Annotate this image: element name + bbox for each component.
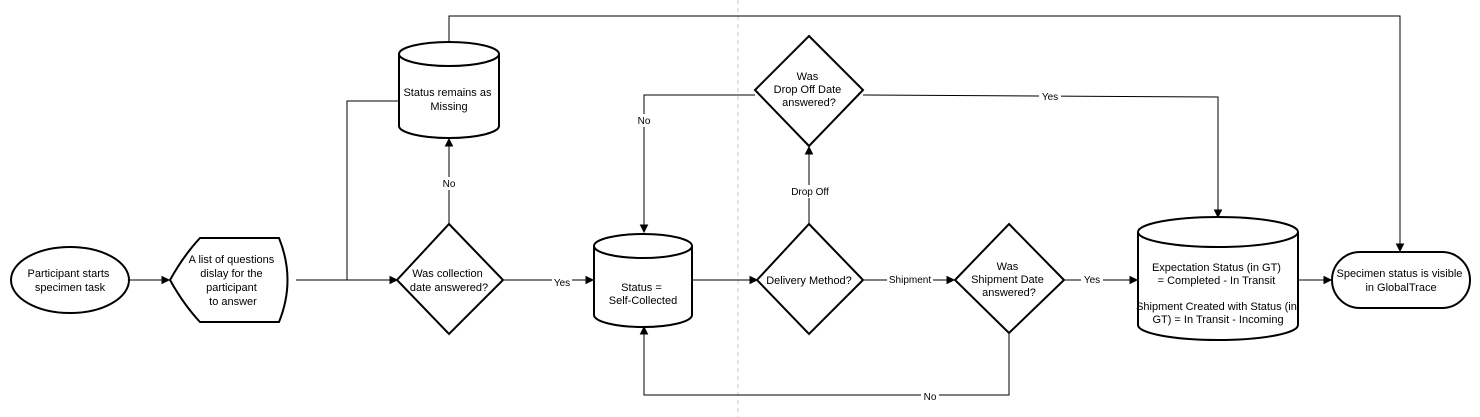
edge-label-dropoff-no: No xyxy=(638,116,651,127)
edge-label-delivery-dropoff: Drop Off xyxy=(791,187,829,198)
drop-off-date-decision xyxy=(753,34,865,148)
shipment-decision-label: Was Shipment Date answered? xyxy=(971,261,1047,299)
edge-shipment-no xyxy=(643,333,1010,396)
questions-display-node xyxy=(168,237,289,323)
status-missing-label: Status remains as Missing xyxy=(403,87,494,113)
edge-dropoff-no xyxy=(643,94,755,225)
edge-label-shipment-no: No xyxy=(924,392,937,403)
edge-label-bg xyxy=(921,390,939,403)
questions-node-label: A list of questions dislay for the parti… xyxy=(189,254,278,308)
drop-off-decision-label: Was Drop Off Date answered? xyxy=(774,71,845,109)
arrowhead xyxy=(804,145,814,155)
arrowhead xyxy=(639,224,649,234)
expectation-status-node xyxy=(1137,216,1299,341)
expectation-status-label: Expectation Status (in GT) = Completed -… xyxy=(1136,262,1300,326)
collection-date-decision xyxy=(395,222,505,336)
edge-label-collection-yes: Yes xyxy=(554,278,570,289)
arrowhead xyxy=(1129,275,1139,285)
arrowhead xyxy=(1213,209,1223,219)
edge-label-bg xyxy=(791,185,829,198)
edge-dropoff-yes xyxy=(862,94,1219,210)
status-self-collected-node xyxy=(593,233,693,328)
arrowhead xyxy=(444,137,454,147)
edge-label-bg xyxy=(1039,90,1061,103)
edges xyxy=(130,15,1405,396)
specimen-visible-label: Specimen status is visible in GlobalTrac… xyxy=(1336,268,1465,294)
edge-label-bg xyxy=(441,177,457,190)
start-node-label: Participant starts specimen task xyxy=(28,268,113,294)
arrowhead xyxy=(749,275,759,285)
edge-missing-to-collection xyxy=(346,100,399,280)
shipment-date-decision xyxy=(953,222,1066,335)
status-self-collected-label: Status = Self-Collected xyxy=(609,282,677,307)
status-missing-node xyxy=(398,41,500,139)
edge-label-bg xyxy=(552,276,572,289)
arrowhead xyxy=(1395,243,1405,253)
arrowhead xyxy=(585,275,595,285)
arrowhead xyxy=(161,275,171,285)
edge-label-shipment-yes: Yes xyxy=(1084,275,1100,286)
specimen-visible-node xyxy=(1331,251,1471,309)
collection-decision-label: Was collection date answered? xyxy=(410,268,488,294)
edge-label-delivery-shipment: Shipment xyxy=(889,275,931,286)
arrowhead xyxy=(639,325,649,335)
edge-label-bg xyxy=(635,114,653,127)
arrowhead xyxy=(389,275,399,285)
edge-missing-to-visible xyxy=(448,15,1401,244)
arrowhead xyxy=(1323,275,1333,285)
arrowhead xyxy=(946,275,956,285)
edge-label-bg xyxy=(1081,273,1103,286)
edge-label-bg xyxy=(887,273,933,286)
delivery-method-decision xyxy=(755,222,865,336)
edge-label-dropoff-yes: Yes xyxy=(1042,92,1058,103)
delivery-method-label: Delivery Method? xyxy=(766,275,852,287)
start-node xyxy=(10,246,130,314)
edge-label-collection-no: No xyxy=(443,179,456,190)
